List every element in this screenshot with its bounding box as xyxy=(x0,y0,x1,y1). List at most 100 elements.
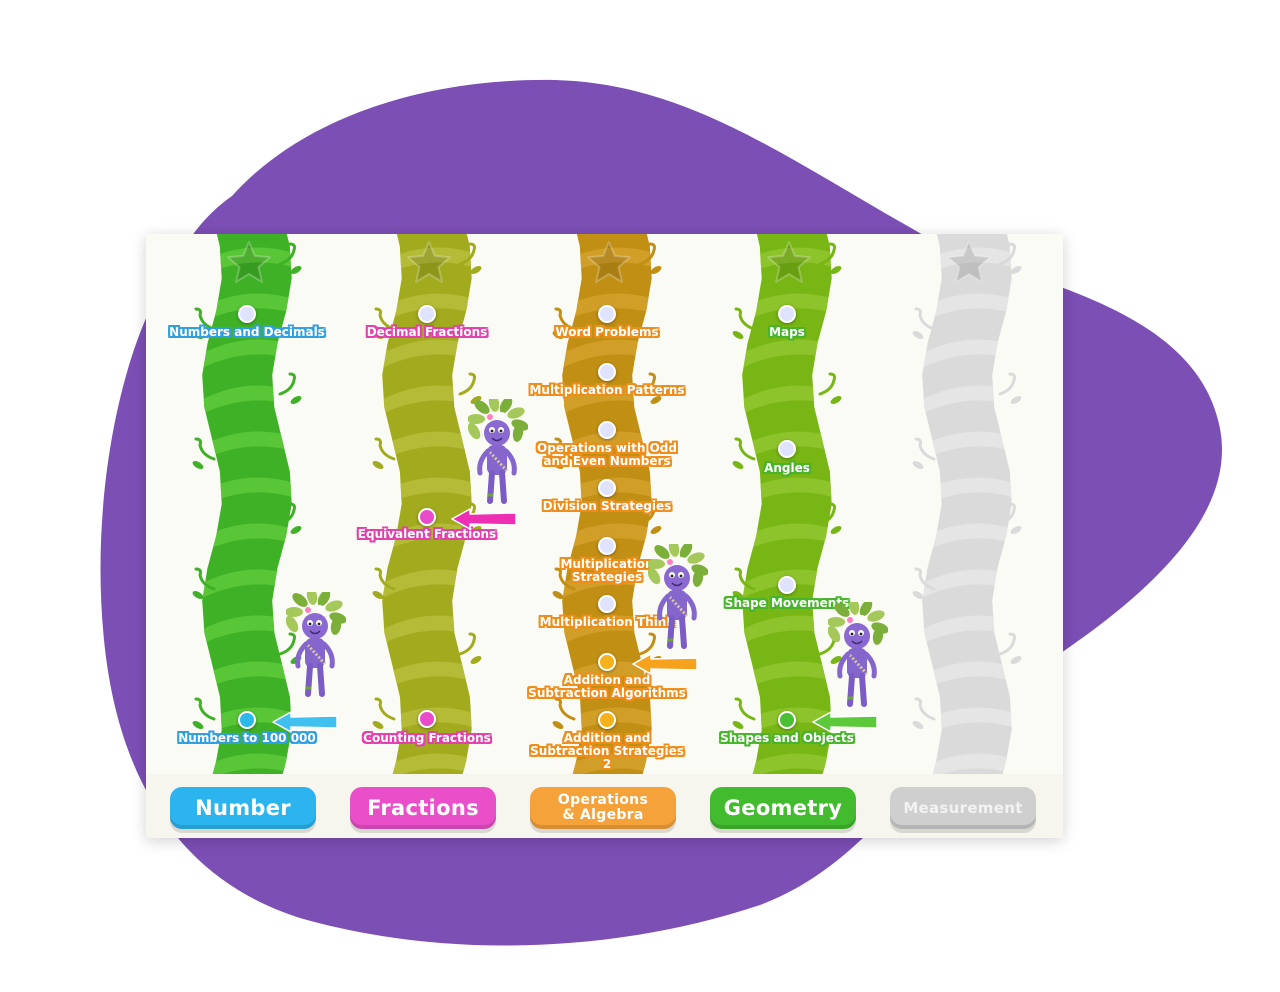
vine-tendril xyxy=(914,307,936,331)
vine-tendril xyxy=(818,502,836,526)
vine-tendril xyxy=(374,567,396,591)
lesson-node[interactable] xyxy=(598,595,616,613)
vine-leaf xyxy=(470,656,482,664)
lesson-label[interactable]: Multiplication Patterns xyxy=(529,383,685,397)
vine-tendril xyxy=(554,697,576,721)
lesson-node[interactable] xyxy=(418,508,436,526)
lesson-node[interactable] xyxy=(778,711,796,729)
lesson-label[interactable]: Decimal Fractions xyxy=(366,325,488,339)
tab-measurement[interactable]: Measurement xyxy=(890,787,1036,829)
vine-trunk xyxy=(922,234,1012,774)
vine-trunk xyxy=(382,234,472,774)
lesson-node[interactable] xyxy=(598,479,616,497)
lesson-node[interactable] xyxy=(778,440,796,458)
lesson-label[interactable]: Counting Fractions xyxy=(363,731,491,745)
vine-leaf xyxy=(552,331,564,339)
vine-leaf xyxy=(470,266,482,274)
lesson-node[interactable] xyxy=(598,421,616,439)
character-avatar xyxy=(286,592,346,697)
vine-tendril xyxy=(458,632,476,656)
arrow-left-icon xyxy=(632,653,698,675)
vine-tendril xyxy=(818,372,836,396)
vine-tendril xyxy=(998,242,1016,266)
star-icon xyxy=(227,241,271,283)
tab-number[interactable]: Number xyxy=(170,787,316,829)
lesson-node[interactable] xyxy=(598,711,616,729)
vine-leaf xyxy=(732,331,744,339)
lesson-node[interactable] xyxy=(598,305,616,323)
lesson-label[interactable]: Word Problems xyxy=(555,325,659,339)
vine-leaf xyxy=(1010,266,1022,274)
vine-leaf xyxy=(732,461,744,469)
vine-tendril xyxy=(278,372,296,396)
lesson-label[interactable]: Shapes and Objects xyxy=(720,731,854,745)
lesson-node[interactable] xyxy=(778,305,796,323)
tab-fractions[interactable]: Fractions xyxy=(350,787,496,829)
vine-leaf xyxy=(290,266,302,274)
vine-tendril xyxy=(194,697,216,721)
vine-leaf xyxy=(372,461,384,469)
vine-tendril xyxy=(374,697,396,721)
star-icon xyxy=(587,241,631,283)
vine-leaf xyxy=(192,331,204,339)
vine-leaf xyxy=(912,721,924,729)
star-icon xyxy=(767,241,811,283)
vine-tendril xyxy=(638,372,656,396)
vine-tendril xyxy=(554,307,576,331)
strand-tab-bar: Number Fractions Operations & Algebra Ge… xyxy=(146,774,1063,838)
lesson-label[interactable]: Multiplication Strategies xyxy=(560,557,654,584)
lesson-label[interactable]: Maps xyxy=(769,325,805,339)
lesson-label[interactable]: Addition and Subtraction Strategies 2 xyxy=(530,731,684,771)
vine-leaf xyxy=(830,656,842,664)
vine-leaf xyxy=(552,461,564,469)
lesson-node[interactable] xyxy=(598,363,616,381)
vine-leaf xyxy=(830,396,842,404)
lesson-label[interactable]: Angles xyxy=(764,461,810,475)
vine-tendril xyxy=(278,242,296,266)
vine-tendril xyxy=(194,437,216,461)
vine-tendril xyxy=(734,697,756,721)
character-avatar xyxy=(648,544,708,649)
lesson-node[interactable] xyxy=(778,576,796,594)
lesson-node[interactable] xyxy=(418,305,436,323)
vine-leaf xyxy=(732,721,744,729)
vine-leaf xyxy=(912,591,924,599)
vine-tendril xyxy=(278,632,296,656)
vine-tendril xyxy=(638,632,656,656)
vine-leaf xyxy=(552,721,564,729)
lesson-label[interactable]: Addition and Subtraction Algorithms xyxy=(528,673,686,700)
vine-leaf xyxy=(1010,656,1022,664)
tab-operations-algebra[interactable]: Operations & Algebra xyxy=(530,787,676,829)
vine-leaf xyxy=(830,266,842,274)
vine-leaf xyxy=(470,526,482,534)
lesson-node[interactable] xyxy=(238,305,256,323)
lesson-label[interactable]: Equivalent Fractions xyxy=(357,527,497,541)
lesson-node[interactable] xyxy=(598,653,616,671)
vine-tendril xyxy=(458,372,476,396)
vine-leaf xyxy=(1010,526,1022,534)
vine-tendril xyxy=(734,307,756,331)
arrow-left-icon xyxy=(272,711,338,733)
vine-leaf xyxy=(372,591,384,599)
lesson-label[interactable]: Multiplication Think xyxy=(539,615,675,629)
lesson-label[interactable]: Numbers and Decimals xyxy=(169,325,325,339)
tab-measurement-label: Measurement xyxy=(903,799,1023,817)
lesson-label[interactable]: Operations with Odd and Even Numbers xyxy=(537,441,677,468)
tab-geometry[interactable]: Geometry xyxy=(710,787,856,829)
lesson-node[interactable] xyxy=(418,710,436,728)
vine-tendril xyxy=(734,567,756,591)
lesson-label[interactable]: Numbers to 100 000 xyxy=(178,731,316,745)
lesson-node[interactable] xyxy=(238,711,256,729)
character-avatar xyxy=(468,399,528,504)
vine-tendril xyxy=(554,437,576,461)
lesson-node[interactable] xyxy=(598,537,616,555)
tab-geometry-label: Geometry xyxy=(723,796,843,820)
vine-tendril xyxy=(818,242,836,266)
lesson-label[interactable]: Division Strategies xyxy=(542,499,672,513)
lesson-label[interactable]: Shape Movements xyxy=(724,596,850,610)
vine-leaf xyxy=(650,266,662,274)
vine-leaf xyxy=(912,461,924,469)
vine-map xyxy=(192,234,1022,774)
vine-tendril xyxy=(638,242,656,266)
